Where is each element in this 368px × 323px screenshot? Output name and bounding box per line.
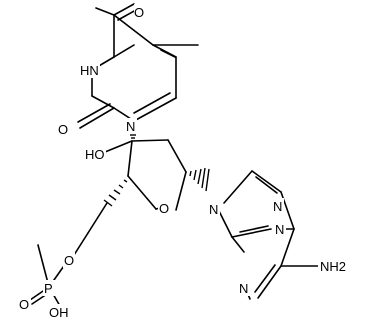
label-o-top: O: [134, 5, 144, 20]
label-p: P: [44, 281, 53, 296]
label-n7: N: [273, 199, 282, 214]
label-o-left: O: [58, 122, 68, 137]
sugar-ring: [127, 139, 187, 211]
adenine-ring: [217, 170, 321, 300]
label-o-ring: O: [159, 201, 169, 216]
label-n1-adenine: N: [275, 222, 284, 237]
label-n9: N: [209, 202, 218, 217]
label-oh: OH: [49, 305, 69, 320]
label-n1-thymine: N: [126, 119, 135, 134]
thymine-ring: [77, 3, 199, 129]
label-ho: HO: [85, 147, 105, 162]
label-o-ester: O: [64, 253, 74, 268]
label-n3: N: [239, 281, 248, 296]
atom-labels: O HN O N HO O O O P OH N N N N NH2: [19, 4, 352, 320]
label-nh2: NH2: [320, 259, 346, 274]
label-nh: HN: [80, 63, 99, 78]
label-o-double: O: [19, 297, 29, 312]
